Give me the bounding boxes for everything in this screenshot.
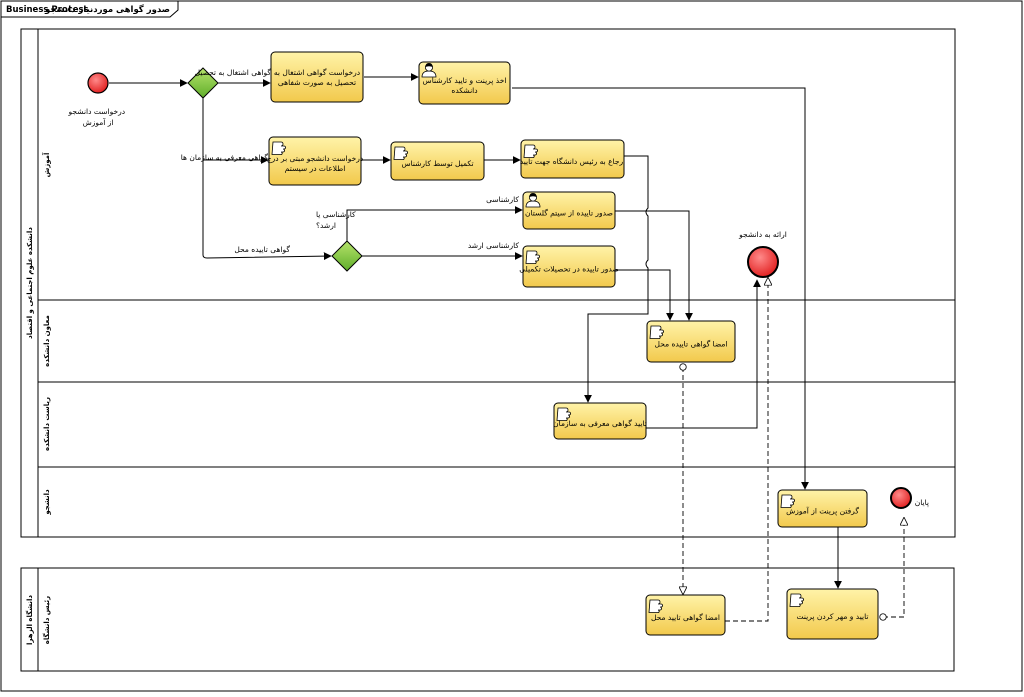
task-t7[interactable]: صدور تاییده در تحصیلات تکمیلی [519,245,619,288]
lane-label-university-head: رئیس دانشگاه [42,596,51,644]
task-label: تکمیل توسط کارشناس [401,159,473,168]
edge-label-bachelor: کارشناسی [486,195,519,204]
manual-task-icon [648,599,663,613]
end-event-final-label: پایان [915,498,929,507]
lane-label-deputy: معاون دانشکده [43,315,51,367]
diagram-type-label: Business Process [6,5,89,15]
start-event[interactable] [87,72,109,94]
edge-label-question: کارشناسی یا ارشد؟ [316,210,358,230]
task-label: صدور تاییده در تحصیلات تکمیلی [519,265,618,274]
user-task-icon [525,193,541,208]
message-university-to-deliver[interactable] [725,278,768,622]
task-label: تایید و مهر کردن پرینت [797,612,869,621]
manual-task-icon [271,141,286,155]
user-task-icon [421,63,437,78]
gateway-degree-level[interactable] [331,240,363,272]
task-t10[interactable]: گرفتن پرینت از آموزش [777,489,868,528]
manual-task-icon [649,325,664,339]
lane-label-student: دانشجو [43,489,51,516]
task-label: صدور تاییده از سیتم گلستان [525,209,613,218]
manual-task-icon [523,144,538,158]
lane-label-education: آموزش [42,152,51,177]
pool-university-label: دانشگاه الزهرا [25,595,34,645]
task-label: امضا گواهی تایید محل [651,613,720,622]
pool-main-label: دانشکده علوم اجتماعی و اقتصاد [26,227,34,339]
edge-label-location: گواهی تاییده محل [234,245,290,254]
pool-main [20,28,956,538]
flow-golestan-to-sign[interactable] [615,210,693,321]
task-t5[interactable]: ارجاع به رئیس دانشگاه جهت تایید [520,139,625,179]
task-t12[interactable]: تایید و مهر کردن پرینت [786,588,879,640]
task-t11[interactable]: امضا گواهی تایید محل [645,594,726,636]
start-event-label: درخواست دانشجو از آموزش [68,107,128,127]
message-stamp-to-end[interactable] [883,518,904,617]
flow-gateway-to-gateway2[interactable] [202,160,332,261]
flow-print-to-student[interactable] [512,87,809,490]
edge-label-master: کارشناسی ارشد [468,241,520,250]
diagram-title: صدور گواهی موردنیاز دانشجو [44,4,170,15]
flow-graduate-to-sign[interactable] [615,269,674,321]
flow-refer-to-dean[interactable] [584,155,649,403]
end-event-final[interactable] [890,487,912,509]
message-flows [683,278,904,622]
flow-gateway2-to-golestan[interactable] [346,206,523,241]
manual-task-icon [780,494,795,508]
manual-task-icon [789,593,804,607]
task-t6[interactable]: صدور تاییده از سیتم گلستان [522,191,616,230]
gateway-certificate-type[interactable] [187,67,219,99]
task-label: تایید گواهی معرفی به سازمان [553,419,647,428]
lane-label-dean: ریاست دانشکده [43,397,51,451]
edge-label-introduction: گواهی معرفی به سازمان ها [181,153,269,162]
task-t4[interactable]: تکمیل توسط کارشناس [390,141,485,181]
task-label: ارجاع به رئیس دانشگاه جهت تایید [520,157,625,166]
task-t8[interactable]: امضا گواهی تاییده محل [646,320,736,363]
task-t9[interactable]: تایید گواهی معرفی به سازمان [553,402,647,440]
end-event-deliver-label: ارائه به دانشجو [738,230,787,239]
manual-task-icon [556,407,571,421]
manual-task-icon [393,146,408,160]
manual-task-icon [525,250,540,264]
edge-label-enrollment: گواهی اشتغال به تحصیل [195,68,272,77]
task-label: امضا گواهی تاییده محل [655,340,728,349]
end-event-deliver[interactable] [747,246,779,278]
sequence-flows [109,73,842,589]
task-label: گرفتن پرینت از آموزش [786,506,859,516]
title-tab [0,0,179,18]
